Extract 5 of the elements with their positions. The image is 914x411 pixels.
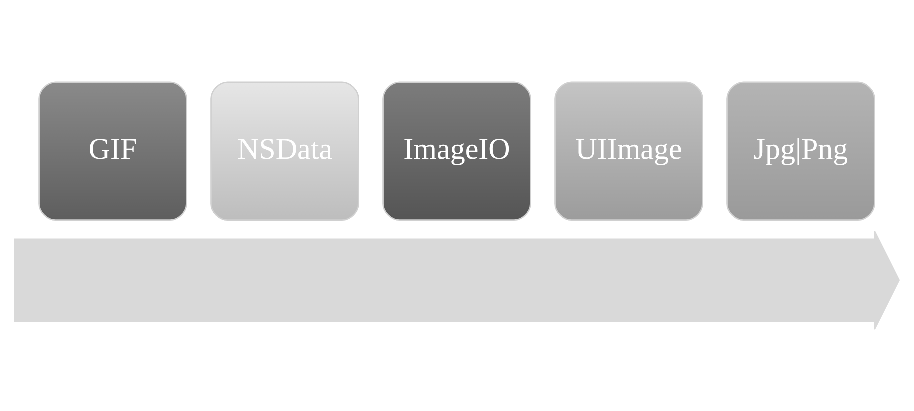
node-box: Jpg|Png <box>726 81 876 221</box>
node-box: GIF <box>38 81 188 221</box>
node-box: UIImage <box>554 81 704 221</box>
node-arrow <box>14 230 900 330</box>
node-box: ImageIO <box>382 81 532 221</box>
